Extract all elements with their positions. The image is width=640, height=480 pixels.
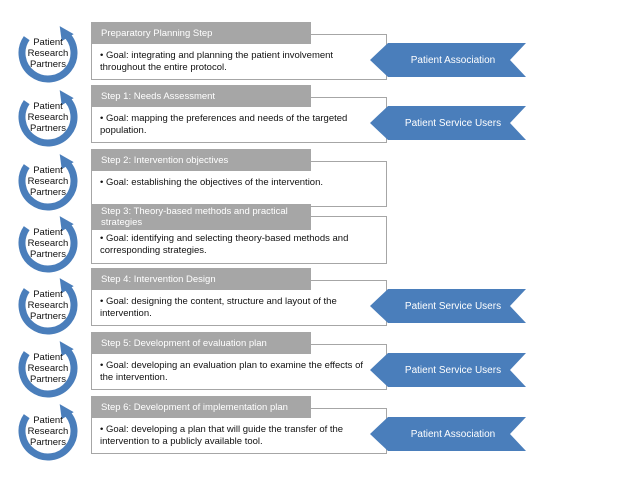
step-title: Step 4: Intervention Design	[91, 268, 311, 290]
stakeholder-arrow: Patient Service Users	[370, 289, 526, 323]
step-goal: • Goal: integrating and planning the pat…	[100, 50, 334, 73]
stakeholder-arrow: Patient Association	[370, 43, 526, 77]
step-title: Step 6: Development of implementation pl…	[91, 396, 311, 418]
step-goal: • Goal: designing the content, structure…	[100, 296, 337, 319]
step-title: Step 2: Intervention objectives	[91, 149, 311, 171]
step-title: Step 1: Needs Assessment	[91, 85, 311, 107]
stakeholder-label: Patient Service Users	[404, 364, 502, 376]
step-goal: • Goal: mapping the preferences and need…	[100, 113, 348, 136]
step-goal: • Goal: establishing the objectives of t…	[100, 177, 324, 188]
stakeholder-label: Patient Association	[410, 54, 496, 66]
step-title: Preparatory Planning Step	[91, 22, 311, 44]
step-title: Step 5: Development of evaluation plan	[91, 332, 311, 354]
stakeholder-label: Patient Service Users	[404, 300, 502, 312]
step-goal: • Goal: developing an evaluation plan to…	[100, 360, 363, 383]
step-goal: • Goal: identifying and selecting theory…	[100, 233, 349, 256]
step-goal: • Goal: developing a plan that will guid…	[100, 424, 344, 447]
stakeholder-arrow: Patient Service Users	[370, 353, 526, 387]
step-title: Step 3: Theory-based methods and practic…	[91, 204, 311, 230]
stakeholder-arrow: Patient Service Users	[370, 106, 526, 140]
stakeholder-label: Patient Service Users	[404, 117, 502, 129]
stakeholder-label: Patient Association	[410, 428, 496, 440]
stakeholder-arrow: Patient Association	[370, 417, 526, 451]
